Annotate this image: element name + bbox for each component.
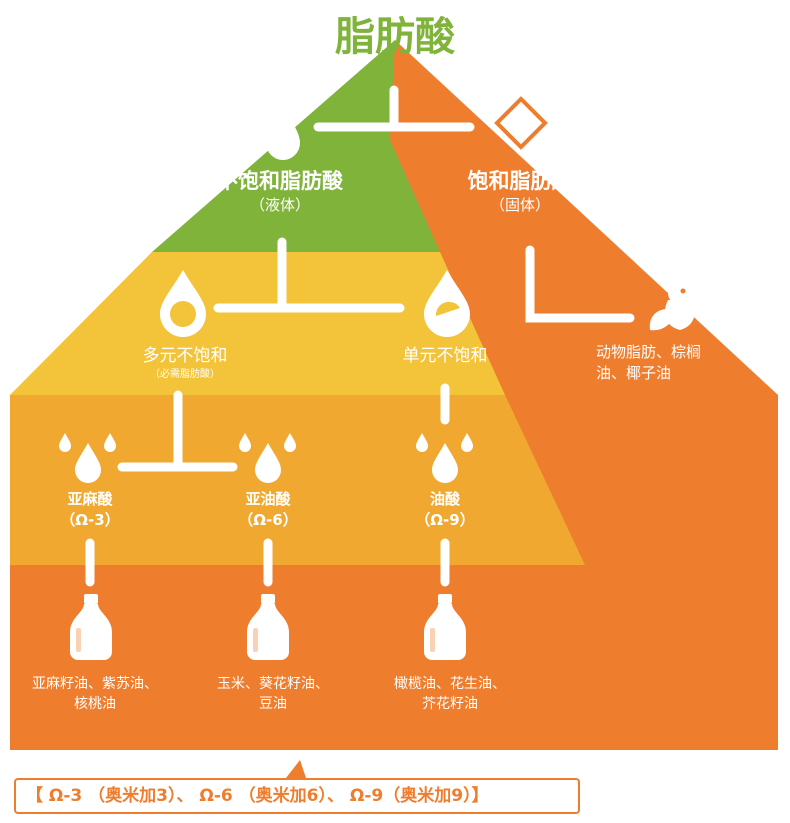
acid-name-omega3: 亚麻酸 bbox=[67, 490, 113, 508]
drop-ring-icon bbox=[160, 270, 206, 337]
omega-legend: 【 Ω-3 （奥米加3）、 Ω-6 （奥米加6）、 Ω-9（奥米加9）】 bbox=[14, 778, 580, 814]
connector-poly bbox=[117, 390, 238, 472]
acid-amber-band bbox=[10, 395, 585, 565]
oils-omega3-line1: 亚麻籽油、紫苏油、 bbox=[32, 676, 158, 692]
saturated-sources-line1: 动物脂肪、棕榈 bbox=[596, 343, 702, 361]
diamond-icon bbox=[494, 96, 548, 150]
acid-omega3: （Ω-3） bbox=[60, 511, 120, 529]
oil-bottle-icon-omega3 bbox=[70, 594, 112, 660]
unsaturated-state: （液体） bbox=[249, 196, 310, 214]
oils-omega9-line2: 芥花籽油 bbox=[422, 696, 478, 712]
oils-omega9-line1: 橄榄油、花生油、 bbox=[394, 676, 506, 692]
saturated-label: 饱和脂肪酸 bbox=[467, 169, 573, 193]
droplets-icon-omega6 bbox=[239, 433, 296, 483]
droplets-icon-omega3 bbox=[59, 433, 116, 483]
connector-unsat bbox=[213, 237, 405, 313]
oil-bottle-icon-omega9 bbox=[424, 594, 466, 660]
oil-bottle-icon-omega6 bbox=[247, 594, 289, 660]
monounsaturated-label: 单元不饱和 bbox=[402, 346, 488, 366]
oils-omega3-line2: 核桃油 bbox=[74, 696, 116, 712]
drop-half-icon bbox=[424, 270, 470, 337]
connector-sat bbox=[525, 245, 635, 323]
droplets-icon-omega9 bbox=[416, 433, 473, 483]
polyunsaturated-note: （必需脂肪酸） bbox=[150, 369, 220, 380]
oils-omega6-line1: 玉米、葵花籽油、 bbox=[217, 676, 329, 692]
oils-omega6-line2: 豆油 bbox=[259, 696, 287, 712]
acid-name-omega6: 亚油酸 bbox=[245, 490, 291, 508]
saturated-state: （固体） bbox=[489, 196, 550, 214]
bird-leaf-icon bbox=[649, 281, 703, 331]
saturated-sources-line2: 油、椰子油 bbox=[596, 364, 672, 382]
acid-omega6: （Ω-6） bbox=[238, 511, 298, 529]
connector-top bbox=[313, 85, 475, 132]
legend-pointer bbox=[286, 760, 306, 778]
diagram-title: 脂肪酸 bbox=[335, 14, 455, 60]
connector-lines bbox=[85, 85, 635, 587]
drop-icon bbox=[266, 103, 300, 160]
acid-omega9: （Ω-9） bbox=[415, 511, 475, 529]
acid-name-omega9: 油酸 bbox=[429, 490, 460, 508]
polyunsaturated-label: 多元不饱和 bbox=[142, 346, 228, 366]
unsaturated-label: 不饱和脂肪酸 bbox=[217, 169, 343, 193]
polyunsaturated-yellow-band bbox=[10, 252, 505, 395]
